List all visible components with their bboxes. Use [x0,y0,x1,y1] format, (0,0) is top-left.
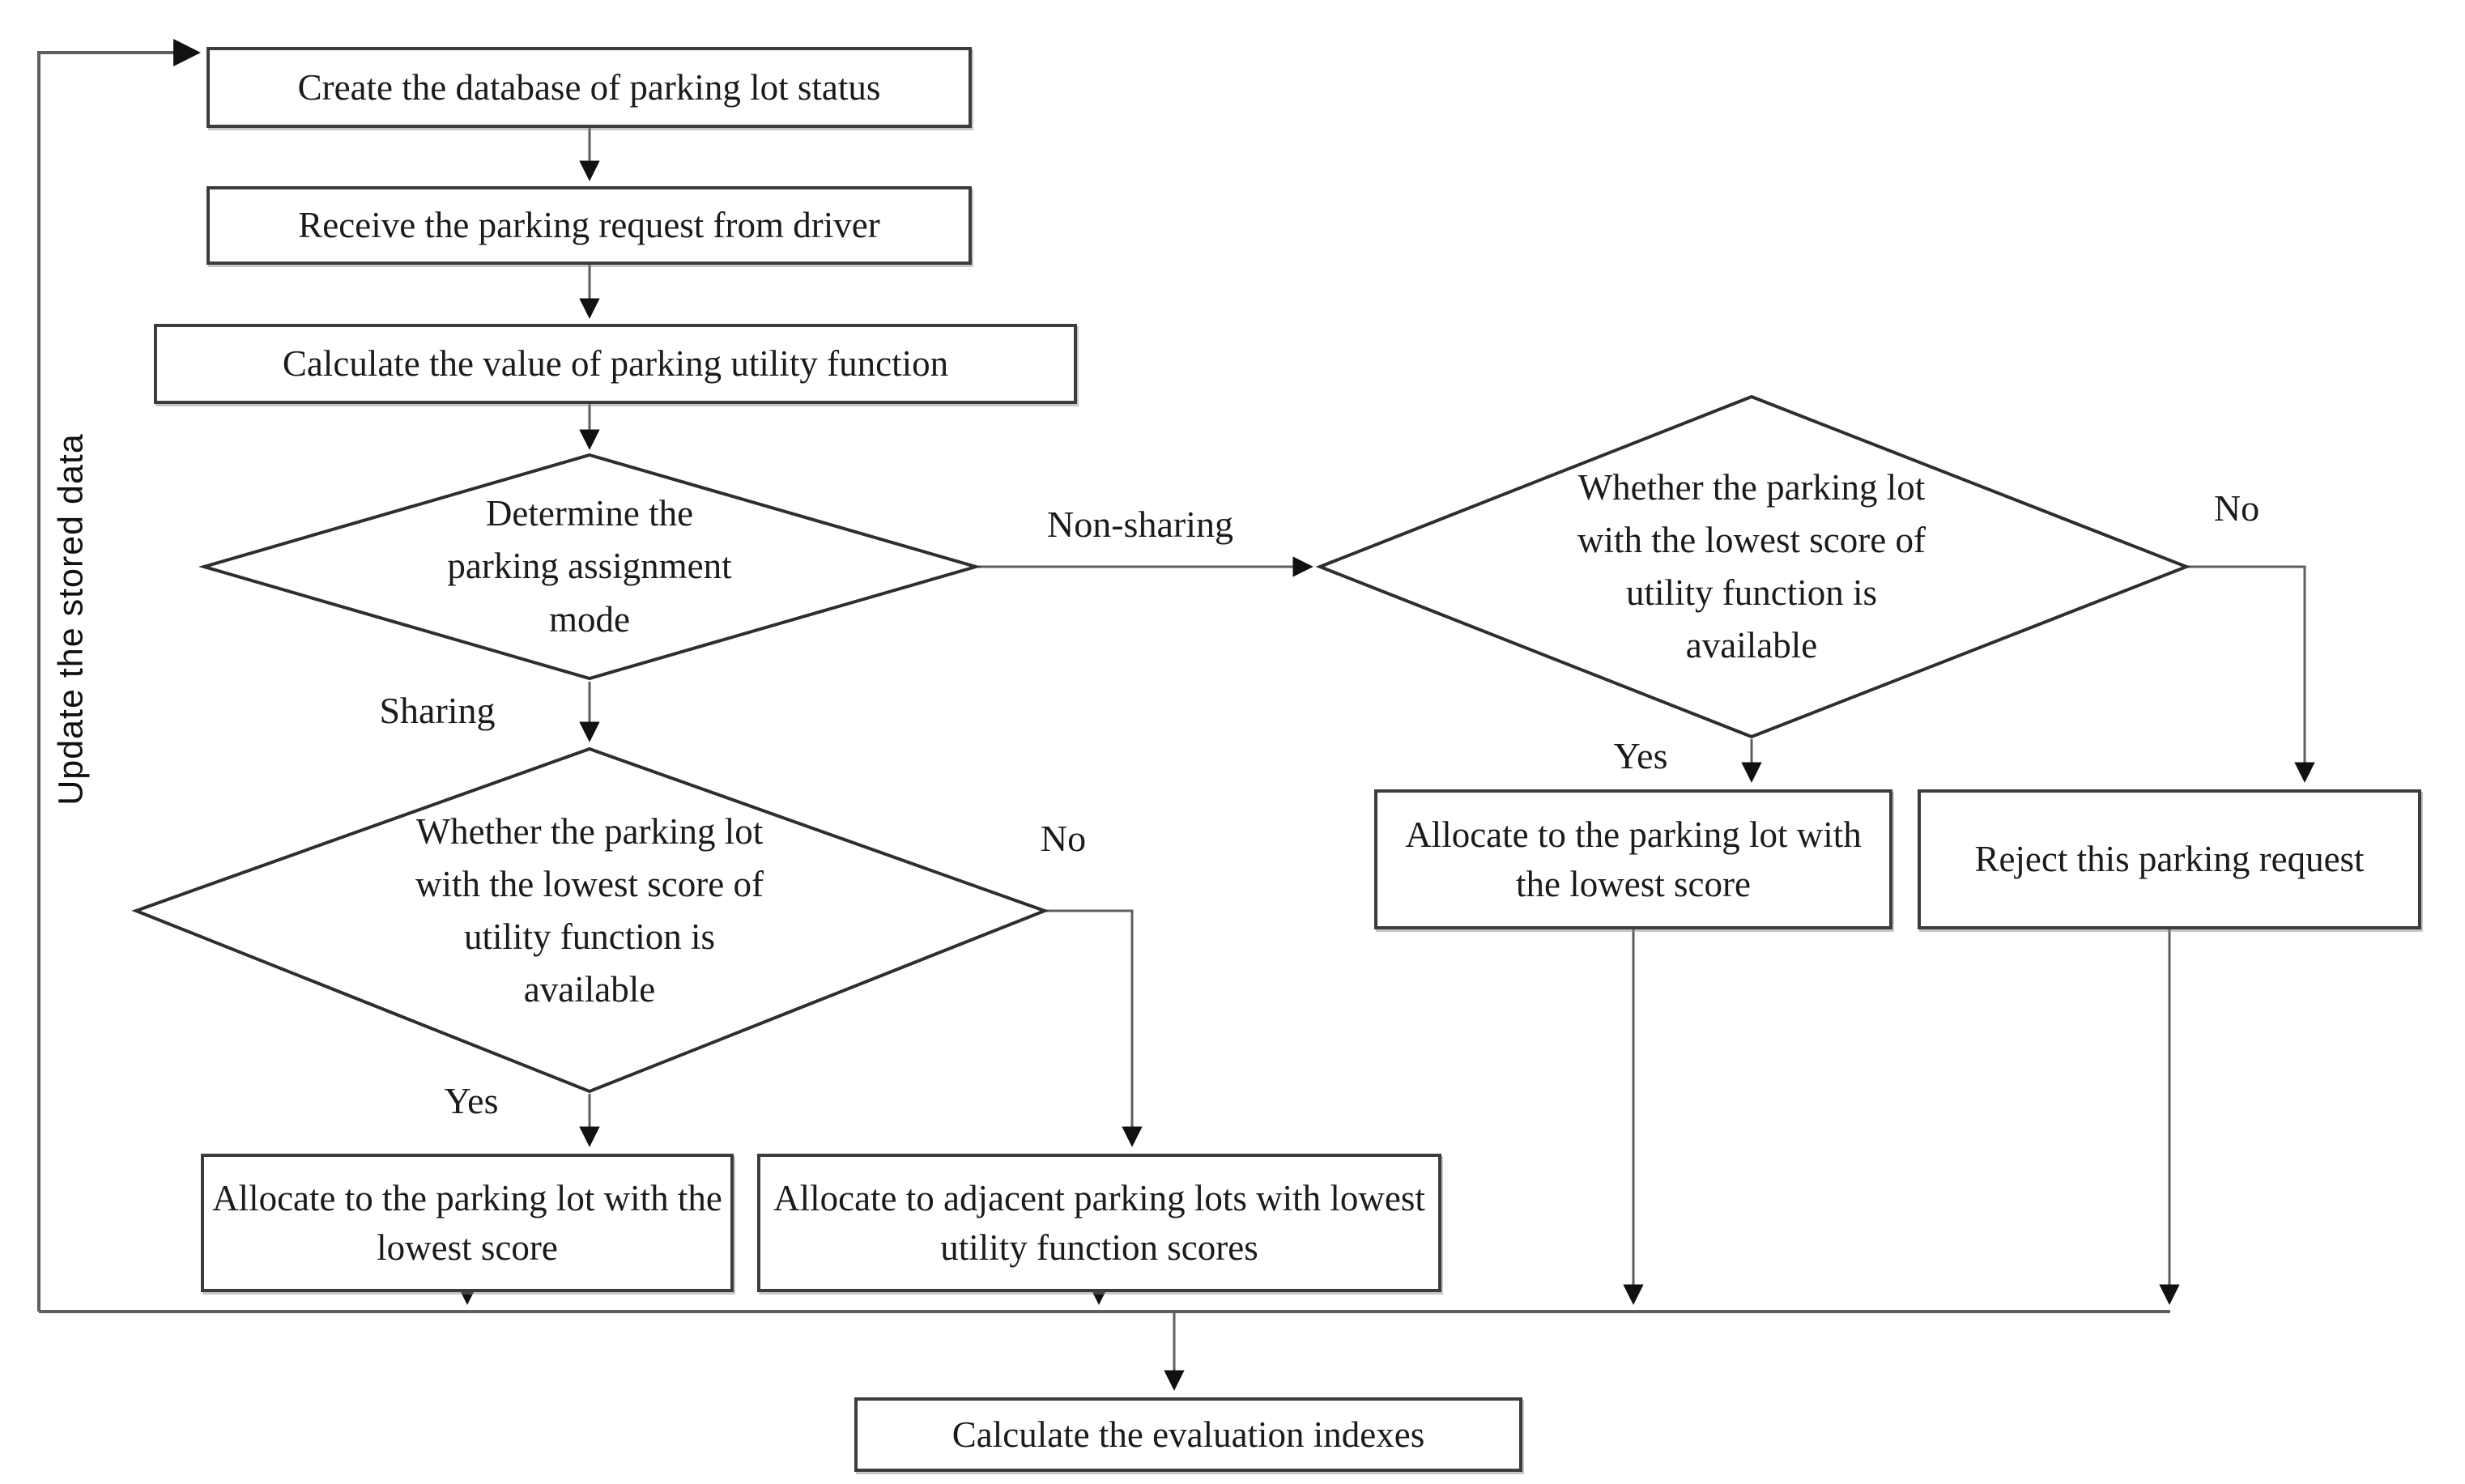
node-reject-request: Reject this parking request [1918,789,2421,929]
label-update-stored-data: Update the stored data [51,433,91,806]
diamond-decide-mode-line: parking assignment [447,546,732,587]
diamond-check-non-sharing-line: utility function is [1626,572,1877,613]
diamond-decide-mode-line: mode [549,598,630,640]
diamond-check-non-sharing-text: Whether the parking lot with the lowest … [1521,437,1982,696]
label-non-sharing: Non-sharing [1047,503,1233,545]
node-allocate-adjacent: Allocate to adjacent parking lots with l… [757,1154,1441,1292]
diamond-check-sharing [131,746,1049,1094]
node-allocate-lowest-sharing: Allocate to the parking lot with the low… [201,1154,734,1292]
node-evaluate-indexes: Calculate the evaluation indexes [854,1397,1522,1472]
diamond-check-sharing-line: available [523,969,656,1010]
edge-nonsharing-no [2186,565,2315,783]
diamond-decide-mode-text: Determine the parking assignment mode [411,478,768,656]
label-no-non-sharing: No [2213,487,2260,529]
diamond-check-sharing-line: utility function is [464,916,715,957]
diamond-check-non-sharing-line: Whether the parking lot [1577,466,1926,508]
label-sharing: Sharing [379,689,496,731]
diamond-check-non-sharing-line: with the lowest score of [1577,519,1926,560]
diamond-check-sharing-text: Whether the parking lot with the lowest … [359,781,820,1040]
node-allocate-lowest-non-sharing: Allocate to the parking lot with the low… [1374,789,1892,929]
diamond-check-sharing-line: Whether the parking lot [415,810,764,852]
node-calculate-utility: Calculate the value of parking utility f… [154,324,1077,404]
label-yes-sharing: Yes [444,1079,499,1121]
diamond-check-non-sharing [1315,394,2191,739]
diamond-decide-mode-line: Determine the [485,493,694,534]
label-no-sharing: No [1040,817,1087,859]
node-create-database: Create the database of parking lot statu… [206,47,972,128]
edge-sharing-no [1045,909,1143,1147]
diamond-check-sharing-line: with the lowest score of [415,863,764,904]
diamond-decide-mode [198,453,982,681]
node-receive-request: Receive the parking request from driver [206,186,972,265]
label-yes-non-sharing: Yes [1613,734,1668,776]
edge-feedback-loop [37,39,202,1312]
diamond-check-non-sharing-line: available [1685,625,1818,666]
